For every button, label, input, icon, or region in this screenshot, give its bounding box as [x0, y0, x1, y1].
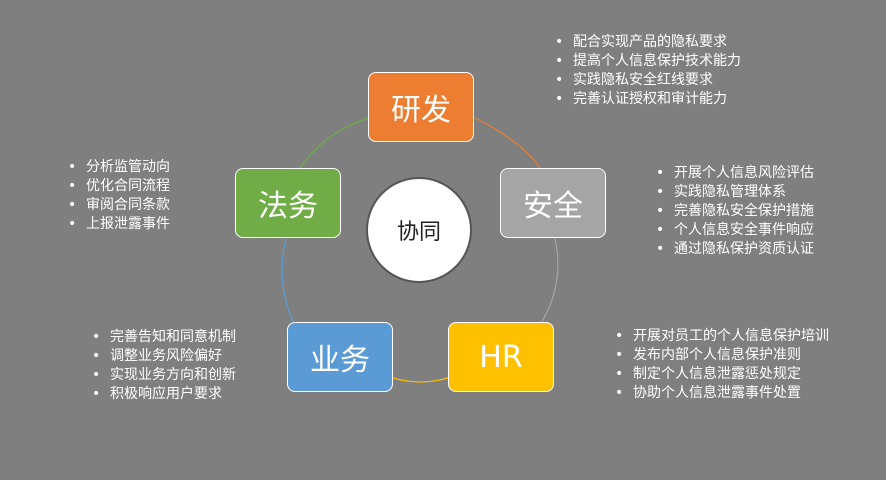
node-security-label: 安全 [523, 189, 583, 224]
node-rd: 研发 [368, 72, 474, 142]
connector-legal-rd [299, 117, 369, 169]
node-business: 业务 [287, 322, 393, 392]
center-label: 协同 [396, 220, 441, 245]
node-legal-label: 法务 [258, 189, 318, 224]
list-item: 制定个人信息泄露惩处规定 [615, 365, 829, 384]
connector-security-hr [539, 237, 559, 326]
node-legal: 法务 [235, 168, 341, 238]
node-business-label: 业务 [310, 343, 370, 378]
list-item: 优化合同流程 [68, 177, 170, 196]
list-item: 开展个人信息风险评估 [656, 164, 814, 183]
list-item: 发布内部个人信息保护准则 [615, 346, 829, 365]
list-item: 积极响应用户要求 [92, 385, 236, 404]
connector-business-legal [281, 237, 296, 326]
list-item: 实践隐私管理体系 [656, 183, 814, 202]
list-item: 完善认证授权和审计能力 [555, 90, 741, 109]
list-item: 上报泄露事件 [68, 215, 170, 234]
list-item: 协助个人信息泄露事件处置 [615, 384, 829, 403]
list-item: 实践隐私安全红线要求 [555, 71, 741, 90]
list-item: 开展对员工的个人信息保护培训 [615, 327, 829, 346]
bullets-business: 完善告知和同意机制 调整业务风险偏好 实现业务方向和创新 积极响应用户要求 [92, 328, 236, 404]
list-item: 个人信息安全事件响应 [656, 221, 814, 240]
list-item: 分析监管动向 [68, 158, 170, 177]
node-rd-label: 研发 [391, 93, 451, 128]
list-item: 通过隐私保护资质认证 [656, 240, 814, 259]
list-item: 审阅合同条款 [68, 196, 170, 215]
list-item: 完善告知和同意机制 [92, 328, 236, 347]
list-item: 调整业务风险偏好 [92, 347, 236, 366]
node-hr: HR [448, 322, 554, 392]
bullets-security: 开展个人信息风险评估 实践隐私管理体系 完善隐私安全保护措施 个人信息安全事件响… [656, 164, 814, 259]
list-item: 提高个人信息保护技术能力 [555, 52, 741, 71]
connector-hr-business [392, 377, 449, 383]
center-circle: 协同 [366, 177, 472, 283]
node-security: 安全 [500, 168, 606, 238]
list-item: 实现业务方向和创新 [92, 366, 236, 385]
list-item: 配合实现产品的隐私要求 [555, 33, 741, 52]
connector-rd-security [474, 117, 541, 169]
bullets-legal: 分析监管动向 优化合同流程 审阅合同条款 上报泄露事件 [68, 158, 170, 234]
bullets-hr: 开展对员工的个人信息保护培训 发布内部个人信息保护准则 制定个人信息泄露惩处规定… [615, 327, 829, 403]
bullets-rd: 配合实现产品的隐私要求 提高个人信息保护技术能力 实践隐私安全红线要求 完善认证… [555, 33, 741, 109]
node-hr-label: HR [479, 339, 523, 375]
list-item: 完善隐私安全保护措施 [656, 202, 814, 221]
